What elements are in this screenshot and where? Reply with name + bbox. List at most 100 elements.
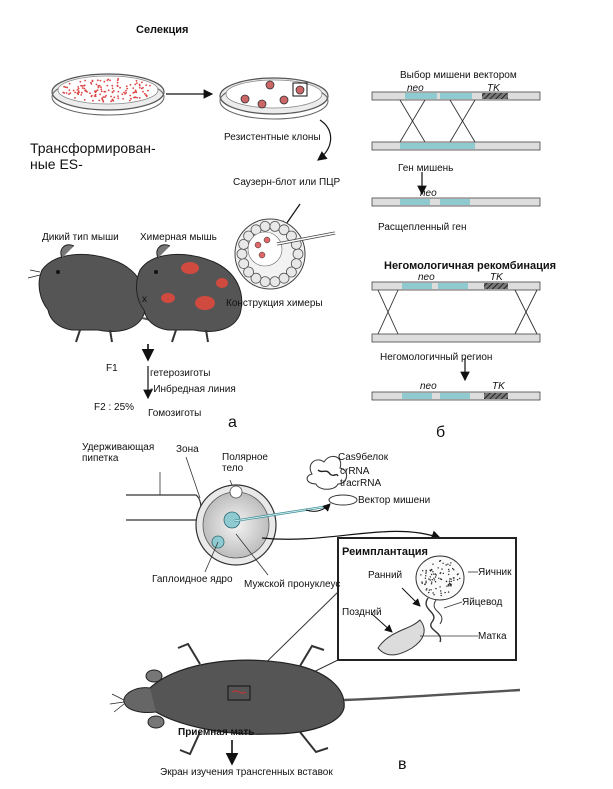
ovary-speckle: [421, 581, 423, 583]
ovary-speckle: [432, 571, 434, 573]
ovary-speckle: [450, 580, 452, 583]
ovary-speckle: [442, 562, 444, 564]
colony-dot: [112, 90, 115, 92]
tk-label-3: TK: [490, 272, 503, 283]
ovary-speckle: [438, 577, 440, 579]
colony-dot: [92, 99, 94, 102]
colony-dot: [103, 90, 106, 93]
trophoblast-cell: [259, 220, 271, 232]
colony-dot: [107, 78, 110, 81]
f1-label: F1: [106, 363, 118, 374]
colony-dot: [124, 93, 126, 95]
ovary-speckle: [430, 589, 432, 591]
colony-dot: [84, 89, 86, 92]
colony-dot: [135, 79, 138, 82]
arrow-clone-pick: [317, 119, 332, 161]
colony-dot: [74, 91, 76, 94]
colony-dot: [72, 89, 75, 92]
ovary-speckle: [425, 580, 427, 582]
split-gene-label: Расщепленный ген: [378, 222, 467, 233]
colony-dot: [99, 79, 102, 82]
colony-dot: [81, 87, 84, 89]
neo-label-2: neo: [420, 188, 437, 199]
colony-dot: [90, 83, 93, 85]
colony-dot: [103, 80, 106, 83]
colony-dot: [83, 84, 86, 87]
ovary-speckle: [440, 592, 442, 594]
colony-dot: [80, 94, 83, 96]
colony-dot: [138, 96, 141, 99]
ovary-speckle: [435, 587, 437, 590]
colony-dot: [94, 93, 97, 96]
holding-pipette: [126, 456, 202, 521]
colony-dot: [121, 93, 124, 96]
ovary-speckle: [433, 594, 435, 596]
colony-dot: [142, 90, 144, 93]
cas9-label: Cas9белок: [338, 452, 389, 463]
trophoblast-cell: [243, 266, 255, 278]
ovary-speckle: [452, 567, 454, 570]
split-gene-bar: [371, 197, 541, 207]
colony-dot: [117, 95, 119, 97]
colony-dot: [97, 85, 100, 87]
ovary-speckle: [425, 569, 427, 572]
ovary-speckle: [439, 586, 441, 588]
ovary-speckle: [432, 592, 434, 594]
colony-dot: [69, 92, 72, 94]
cell-colonies: [62, 77, 151, 103]
homozygotes-label: Гомозиготы: [148, 408, 202, 419]
colony-dot: [135, 90, 137, 93]
ovary-speckle: [449, 578, 451, 580]
ovary-speckle: [422, 570, 424, 572]
colony-dot: [100, 90, 103, 93]
colony-dot: [77, 87, 80, 90]
polar-body-label: Полярное тело: [222, 452, 268, 474]
colony-dot: [110, 100, 112, 103]
colony-dot: [129, 99, 131, 102]
ovary-speckle: [448, 568, 450, 571]
oviduct-label: Яйцевод: [462, 597, 503, 608]
colony-dot: [93, 95, 96, 97]
ovary-speckle: [433, 573, 435, 575]
vector-targeting: [371, 91, 541, 151]
colony-dot: [117, 77, 120, 80]
wild-type-label: Дикий тип мыши: [42, 232, 119, 243]
holding-pipette-label: Удерживающая пипетка: [82, 442, 155, 464]
ovary-speckle: [434, 573, 437, 575]
ovary-speckle: [430, 573, 433, 576]
colony-dot: [96, 89, 99, 91]
colony-dot: [138, 84, 141, 87]
ovary-speckle: [431, 581, 433, 583]
panel-v-letter: в: [398, 756, 407, 773]
ovary-speckle: [433, 579, 436, 581]
trophoblast-cell: [236, 248, 248, 260]
ovary-speckle: [428, 589, 430, 591]
colony-dot: [63, 85, 65, 88]
ovary-speckle: [429, 576, 431, 578]
ovary-speckle: [447, 591, 450, 593]
colony-dot: [99, 93, 101, 96]
ovary-speckle: [434, 576, 437, 578]
trophoblast-cell: [238, 258, 250, 270]
ovary-speckle: [429, 569, 431, 571]
colony-dot: [66, 86, 69, 89]
arrow-to-reimplant: [261, 530, 442, 540]
resistant-clones-label: Резистентные клоны: [224, 132, 321, 143]
nonhomologous-region-label: Негомологичный регион: [380, 352, 493, 363]
colony-dot: [116, 79, 119, 82]
ovary-speckle: [445, 564, 447, 566]
tracrrna-label: tracrRNA: [340, 478, 382, 489]
ovary-speckle: [433, 577, 435, 579]
colony-dot: [68, 89, 71, 91]
ovary-speckle: [429, 579, 431, 581]
petri-dish-resistant: [219, 77, 329, 120]
colony-dot: [123, 91, 125, 94]
neo-label-3: neo: [418, 272, 435, 283]
colony-dot: [116, 84, 119, 87]
chimera-construct-label: Конструкция химеры: [226, 298, 323, 309]
trophoblast-cell: [278, 272, 290, 284]
panel-b-letter: б: [436, 424, 446, 441]
ovary-speckle: [438, 560, 441, 562]
target-vector-label: Вектор мишени: [358, 495, 431, 506]
tk-label-4: TK: [492, 381, 505, 392]
